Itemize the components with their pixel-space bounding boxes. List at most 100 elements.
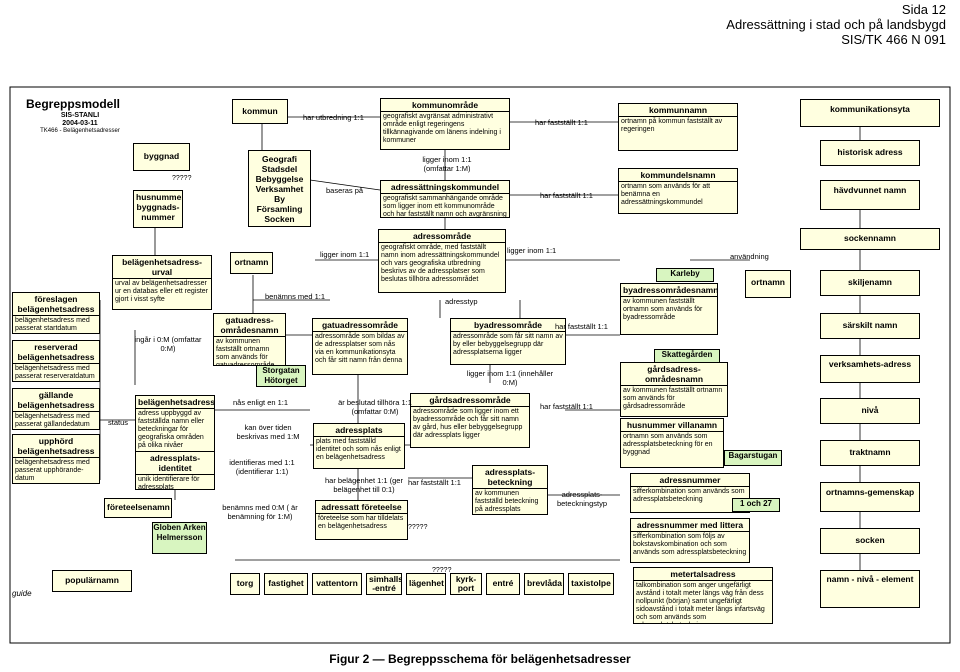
socken-box: socken — [820, 528, 920, 554]
namn-niva-title: namn - nivå - element — [826, 574, 914, 584]
simhallsentre-box: simhalls -entré — [366, 573, 402, 595]
question-mark-3: ????? — [432, 567, 452, 574]
traktnamn-box: traktnamn — [820, 440, 920, 466]
gatuadressomrade-title: gatuadressområde — [313, 319, 407, 332]
adressplatsidentitet-desc: unik identifierare för adressplats — [138, 476, 200, 490]
label-har-belagenhet: har belägenhet 1:1 (ger belägenhet till … — [325, 476, 403, 494]
label-har-utbredning: har utbredning 1:1 — [303, 113, 364, 122]
kommun-box: kommun — [232, 99, 288, 124]
gardsadressomradesnamn-desc: av kommunen fastställt ortnamn som använ… — [623, 387, 723, 410]
kommunnamn-desc: ortnamn på kommun fastställt av regering… — [621, 118, 723, 133]
gardsadressomradesnamn-box: gårdsadress-områdesnamn av kommunen fast… — [620, 362, 728, 417]
byggnad-title: byggnad — [143, 151, 180, 161]
label-nas-enligt: nås enligt en 1:1 — [233, 398, 289, 407]
foreteelsenamn-title: företeelsenamn — [107, 502, 170, 512]
metertalsadress-title: metertalsadress — [634, 568, 772, 581]
popularnamn-title: populärnamn — [65, 575, 119, 585]
sockennamn-title: sockennamn — [844, 233, 896, 243]
adressatt-title: adressatt företeelse — [316, 501, 407, 514]
adressplatsbeteckning-box: adressplats-beteckning av kommunen fasts… — [472, 465, 548, 515]
storgatan-tag: Storgatan Hötorget — [256, 365, 306, 387]
label-ligger-inom-1: ligger inom 1:1 (omfattar 1:M) — [422, 155, 472, 173]
skiljenamn-box: skiljenamn — [820, 270, 920, 296]
kommunnamn-box: kommunnamn ortnamn på kommun fastställt … — [618, 103, 738, 151]
byadressomradesnamn-title: byadressområdesnamn — [621, 285, 718, 297]
ortnamnsgemenskap-title: ortnamns-gemenskap — [825, 487, 915, 497]
ortnamn-right-box: ortnamn — [745, 270, 791, 298]
label-kan-over-tiden: kan över tiden beskrivas med 1:M — [236, 423, 300, 441]
traktnamn-title: traktnamn — [849, 447, 891, 457]
label-ar-beslutad: är beslutad tillhöra 1:1 (omfattar 0:M) — [338, 398, 412, 416]
adressattningskommundel-desc: geografiskt sammanhängande område som li… — [383, 195, 507, 218]
label-ligger-inom-4: ligger inom 1:1 (innehåller 0:M) — [466, 369, 554, 387]
kommundelsnamn-desc: ortnamn som används för att benämna en a… — [621, 183, 711, 206]
question-mark-2: ????? — [408, 524, 428, 531]
model-org: SIS-STANLI — [60, 112, 100, 119]
document-title: Adressättning i stad och på landsbygd — [726, 17, 946, 32]
byadressomradesnamn-box: byadressområdesnamn av kommunen faststäl… — [620, 283, 718, 335]
byggnad-box: byggnad — [133, 143, 190, 171]
adressnummer-med-littera-desc: sifferkombination som följs av bokstavsk… — [633, 533, 747, 556]
verksamhetsadress-box: verksamhets-adress — [820, 355, 920, 383]
reserverad-desc: belägenhetsadress med passerat reservera… — [15, 365, 95, 380]
metertalsadress-box: metertalsadress talkombination som anger… — [633, 567, 773, 624]
guide-label: guide — [12, 589, 32, 598]
gatuadressomradesnamn-desc: av kommunen fastställt ortnamn som använ… — [216, 338, 275, 366]
kommunikationsyta-title: kommunikationsyta — [830, 104, 910, 114]
skiljenamn-title: skiljenamn — [848, 277, 892, 287]
adressattningskommundel-box: adressättningskommundel geografiskt samm… — [380, 180, 510, 218]
gardsadressomrade-box: gårdsadressområde adressområde som ligge… — [410, 393, 530, 448]
byadressomrade-box: byadressområde adressområde som får sitt… — [450, 318, 566, 365]
label-har-faststallt-5: har fastställt 1:1 — [408, 478, 461, 487]
label-har-faststallt-3: har fastställt 1:1 — [555, 322, 608, 331]
upphord-title: upphörd belägenhetsadress — [13, 435, 99, 458]
adressatt-desc: företeelse som har tilldelats en belägen… — [318, 515, 404, 530]
adressattningskommundel-title: adressättningskommundel — [381, 181, 509, 194]
gardsadressomrade-title: gårdsadressområde — [411, 394, 529, 407]
gatuadressomrade-desc: adressområde som bildas av de adressplat… — [315, 333, 405, 364]
label-status: status — [108, 418, 129, 427]
metertalsadress-desc: talkombination som anger ungefärligt avs… — [636, 582, 765, 623]
label-har-faststallt-2: har fastställt 1:1 — [540, 191, 593, 200]
adressnummer-box: adressnummer sifferkombination som använ… — [630, 473, 750, 513]
reserverad-box: reserverad belägenhetsadress belägenhets… — [12, 340, 100, 382]
label-ligger-inom-2: ligger inom 1:1 — [320, 250, 370, 259]
verksamhetsadress-title: verksamhets-adress — [828, 359, 912, 369]
adressomrade-desc: geografiskt område, med fastställt namn … — [381, 244, 500, 283]
label-baseras-pa: baseras på — [326, 186, 364, 195]
adressomrade-box: adressområde geografiskt område, med fas… — [378, 229, 506, 293]
kommun-title: kommun — [242, 106, 278, 116]
torg-box: torg — [230, 573, 260, 595]
label-har-faststallt-1: har fastställt 1:1 — [535, 118, 588, 127]
belagenhetsadress-desc: adress uppbyggd av fastställda namn elle… — [138, 410, 205, 449]
label-benamns-med: benämns med 1:1 — [265, 292, 326, 301]
gallande-desc: belägenhetsadress med passerat gällanded… — [15, 413, 90, 428]
ortnamnsgemenskap-box: ortnamns-gemenskap — [820, 482, 920, 512]
kommundelsnamn-title: kommundelsnamn — [619, 169, 737, 182]
adressplatsbeteckning-title: adressplats-beteckning — [473, 466, 547, 489]
adressplatsbeteckning-desc: av kommunen fastställd beteckning på adr… — [475, 490, 539, 513]
foreslagen-title: föreslagen belägenhetsadress — [13, 293, 99, 316]
adressnummer-med-littera-title: adressnummer med littera — [631, 519, 749, 532]
entre-title: entré — [492, 578, 514, 588]
reserverad-title: reserverad belägenhetsadress — [13, 341, 99, 364]
vattentorn-title: vattentorn — [316, 578, 358, 588]
torg-title: torg — [236, 578, 254, 588]
belagenhetsadress-box: belägenhetsadress adress uppbyggd av fas… — [135, 395, 215, 490]
gardsadressomradesnamn-title: gårdsadress-områdesnamn — [621, 363, 727, 386]
niva-title: nivå — [861, 405, 879, 415]
lagenhet-box: lägenhet — [406, 573, 446, 595]
gatuadressomradesnamn-title: gatuadress-områdesnamn — [214, 314, 285, 337]
adressnummer-title: adressnummer — [631, 474, 749, 487]
fastighet-box: fastighet — [264, 573, 308, 595]
ortnamn-right-title: ortnamn — [751, 277, 785, 287]
taxistolpe-title: taxistolpe — [571, 578, 611, 588]
sarskilt-namn-box: särskilt namn — [820, 313, 920, 339]
kommunikationsyta-box: kommunikationsyta — [800, 99, 940, 127]
belagenhetsadress-title: belägenhetsadress — [136, 397, 215, 409]
socken-title: socken — [855, 535, 885, 545]
label-adresstyp: adresstyp — [445, 297, 478, 306]
urval-box: belägenhetsadress-urval urval av belägen… — [112, 255, 212, 310]
kommunomrade-title: kommunområde — [381, 99, 509, 112]
vattentorn-box: vattentorn — [312, 573, 362, 595]
